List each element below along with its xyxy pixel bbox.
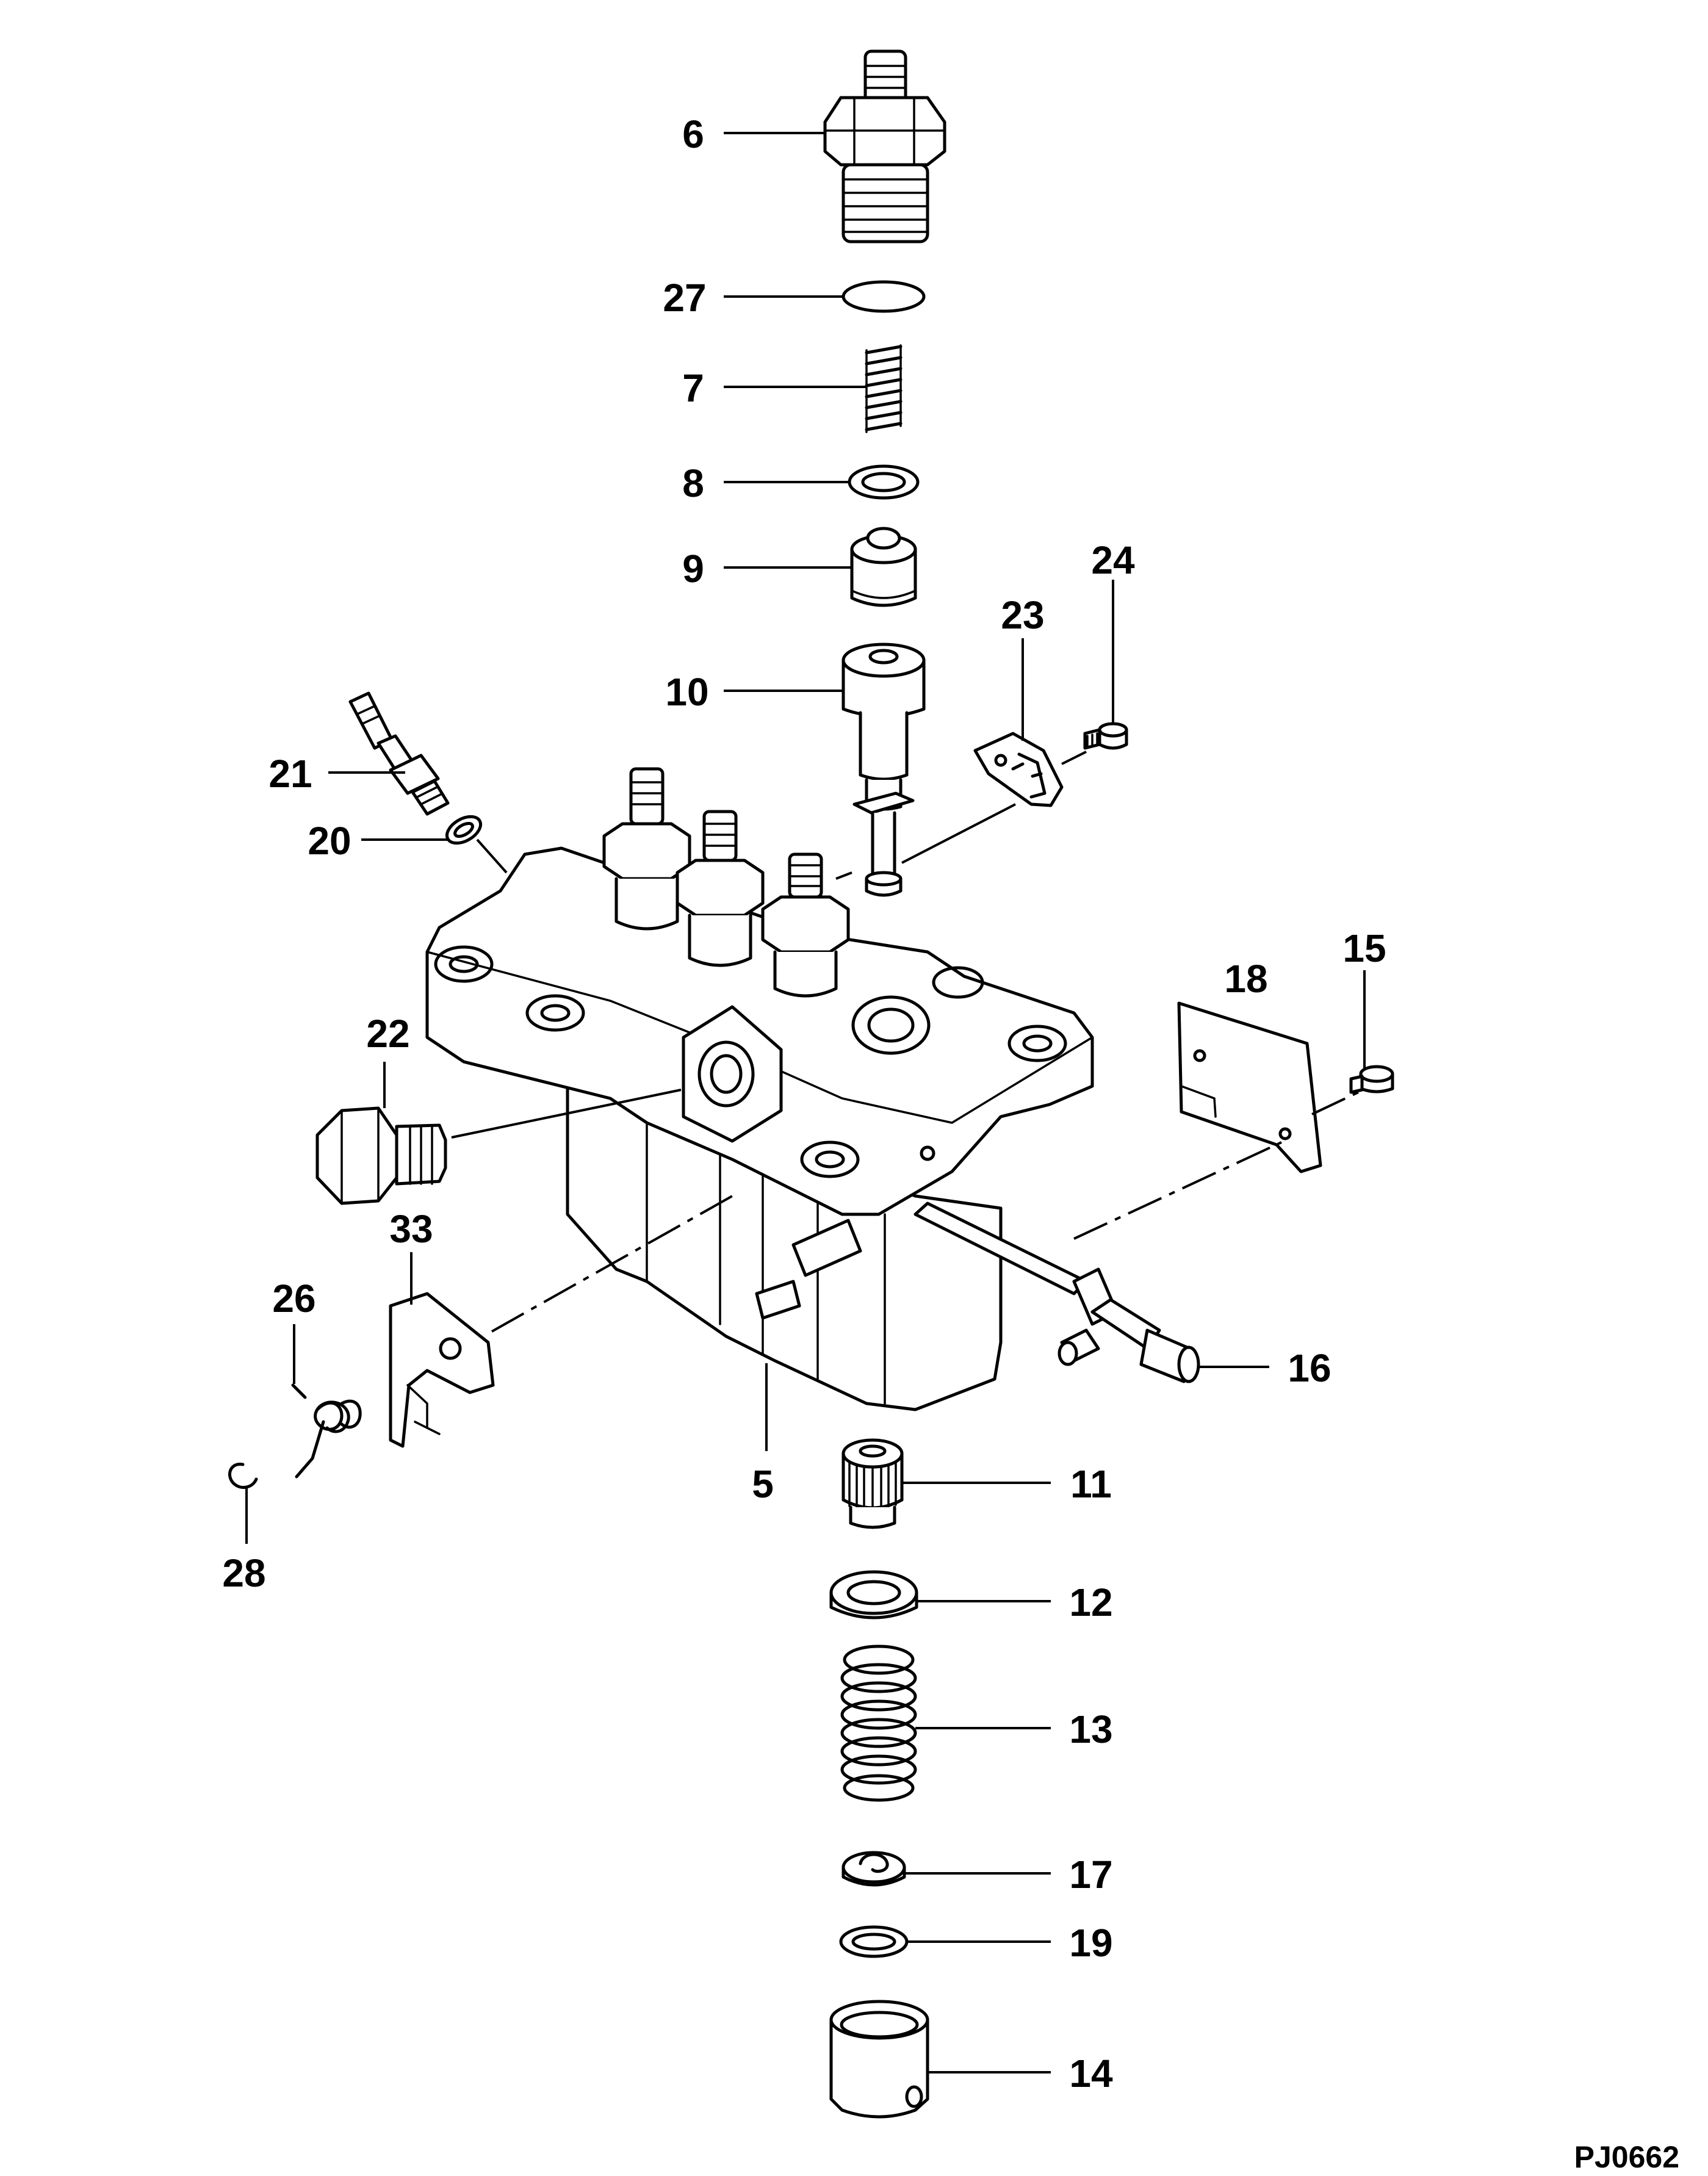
callout-10: 10 [665, 670, 708, 714]
callout-6: 6 [682, 112, 704, 156]
part-33-plate [389, 1292, 495, 1448]
part-28-snap-ring [228, 1463, 258, 1490]
part-13-plunger-spring [840, 1645, 917, 1802]
callout-20: 20 [308, 819, 351, 863]
part-11-pinion [841, 1438, 904, 1529]
callout-24: 24 [1091, 538, 1135, 582]
callout-33: 33 [389, 1207, 433, 1251]
callout-15: 15 [1342, 926, 1386, 970]
callout-11: 11 [1070, 1462, 1112, 1506]
callout-26: 26 [272, 1277, 315, 1320]
drawing-code: PJ0662 [1574, 2140, 1679, 2174]
callout-21: 21 [268, 752, 312, 796]
part-12-spring-seat [829, 1570, 918, 1619]
callout-22: 22 [366, 1012, 409, 1056]
part-9-delivery-valve [850, 527, 917, 607]
callout-19: 19 [1069, 1921, 1112, 1965]
part-7-spring [865, 344, 903, 433]
part-14-tappet [829, 2000, 929, 2119]
part-8-washer [848, 464, 920, 500]
part-26-spring [291, 1383, 362, 1479]
callout-5: 5 [752, 1462, 774, 1506]
callout-23: 23 [1001, 593, 1044, 637]
callout-9: 9 [682, 547, 704, 591]
part-21-hose-fitting [348, 691, 450, 816]
center-lines [491, 1091, 1359, 1333]
callout-13: 13 [1069, 1707, 1112, 1751]
part-22-plug-bolt [315, 1106, 447, 1205]
callout-14: 14 [1069, 2052, 1113, 2095]
callout-18: 18 [1224, 957, 1267, 1001]
callout-8: 8 [682, 461, 704, 505]
part-19-shim [839, 1925, 909, 1958]
housing-holders [602, 767, 850, 998]
part-10-plunger [841, 643, 926, 897]
part-23-bracket [973, 732, 1064, 807]
part-6-delivery-valve-holder [823, 49, 946, 243]
callout-7: 7 [682, 366, 704, 410]
callout-17: 17 [1069, 1853, 1112, 1897]
callout-27: 27 [663, 276, 706, 320]
callout-16: 16 [1288, 1346, 1331, 1390]
part-18-plate [1177, 1001, 1322, 1173]
callout-12: 12 [1069, 1580, 1112, 1624]
leader-lines [245, 132, 1366, 2073]
part-5-pump-housing [425, 767, 1094, 1411]
part-16-control-rack [913, 1201, 1200, 1383]
part-17-spring-seat [841, 1851, 906, 1887]
part-24-screw [1083, 722, 1128, 750]
part-15-screw [1349, 1065, 1394, 1094]
part-27-o-ring [841, 280, 926, 313]
callout-labels: 6 27 7 8 9 10 23 24 21 20 22 18 15 33 26… [222, 112, 1386, 2095]
callout-28: 28 [222, 1551, 265, 1595]
